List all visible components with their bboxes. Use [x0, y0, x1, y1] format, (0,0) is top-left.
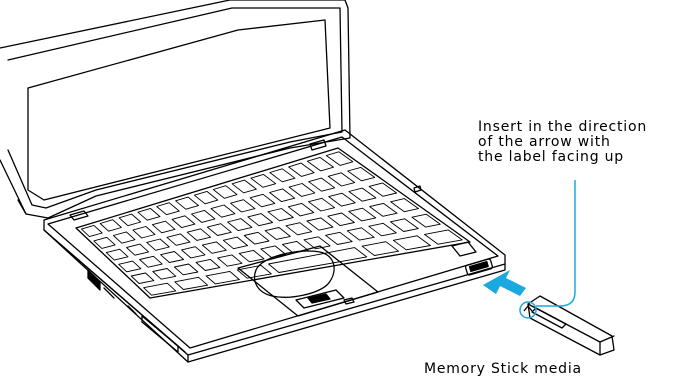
keyboard-key: [182, 247, 205, 258]
keyboard-key: [113, 232, 135, 243]
keyboard-key: [100, 220, 121, 232]
keyboard-key: [265, 228, 290, 240]
keyboard-key: [307, 218, 333, 230]
touchpad-lock: [308, 294, 330, 303]
keyboard-key: [328, 173, 355, 186]
keyboard-key: [127, 244, 149, 255]
keyboard-key: [309, 178, 335, 191]
keyboard-key: [391, 199, 419, 212]
keyboard-key: [250, 194, 275, 207]
keyboard-key: [144, 283, 176, 295]
memory-stick-media: [528, 296, 614, 355]
keyboard-key: [153, 269, 176, 280]
keyboard-key: [152, 221, 175, 233]
keyboard-key: [349, 208, 376, 221]
memory-stick-media-label: Memory Stick media: [424, 361, 582, 377]
keyboard-key: [211, 205, 235, 217]
keyboard-key: [393, 236, 430, 250]
keyboard-key: [289, 163, 315, 176]
memory-stick-slot: [465, 259, 493, 276]
keyboard-key: [202, 242, 226, 253]
keyboard-key: [223, 237, 247, 249]
keyboard-key: [161, 252, 184, 263]
callout-line: of the arrow with: [478, 135, 678, 150]
keyboard-key: [248, 214, 273, 226]
callout-line: Insert in the direction: [478, 120, 678, 135]
keyboard-key: [206, 271, 239, 284]
keyboard-key: [268, 209, 293, 221]
laptop-screen: [28, 20, 330, 200]
keyboard-key: [176, 197, 199, 209]
keyboard-key: [390, 219, 418, 232]
keyboard-key: [239, 250, 264, 261]
keyboard-key: [326, 232, 353, 244]
keyboard-key: [138, 208, 160, 220]
keyboard-key: [231, 200, 255, 212]
keyboard-key: [172, 216, 195, 228]
keyboard-key: [106, 249, 128, 260]
keyboard-key: [147, 239, 170, 250]
keyboard-key: [218, 255, 242, 266]
keyboard-key: [213, 186, 237, 199]
laptop-lid: [0, 0, 350, 218]
keyboard-key: [232, 180, 256, 193]
keyboard-key: [194, 191, 217, 203]
keyboard-key: [328, 213, 355, 226]
keyboard-key: [175, 277, 208, 289]
keyboard-key: [174, 264, 198, 275]
keyboard-key: [81, 225, 102, 236]
keyboard-key: [349, 188, 376, 201]
keyboard-key: [192, 210, 215, 222]
keyboard-key: [270, 169, 295, 182]
keyboard-key: [369, 223, 397, 236]
keyboard-key: [228, 219, 252, 231]
keyboard-key: [157, 203, 180, 215]
keyboard-key: [286, 223, 312, 235]
keyboard-key: [289, 184, 315, 197]
keyboard-key: [196, 259, 220, 270]
keyboard-key: [412, 214, 440, 227]
keyboard: [76, 148, 470, 298]
keyboard-key: [140, 256, 163, 267]
keyboard-key: [329, 193, 356, 206]
keyboard-key: [326, 152, 353, 166]
keyboard-key: [207, 224, 231, 236]
keyboard-key: [94, 237, 115, 248]
keyboard-key: [187, 229, 210, 241]
keyboard-key: [167, 234, 190, 245]
keyboard-key: [119, 214, 141, 226]
insert-instruction-callout: Insert in the direction of the arrow wit…: [478, 120, 678, 165]
callout-leader: [520, 180, 575, 318]
keyboard-key: [348, 167, 375, 180]
keyboard-key: [288, 203, 314, 216]
keyboard-key: [119, 261, 141, 272]
keyboard-key: [369, 183, 397, 196]
keyboard-key: [370, 203, 397, 216]
keyboard-key: [347, 228, 374, 240]
keyboard-key: [251, 174, 276, 187]
keyboard-key: [270, 189, 295, 202]
memory-stick-label: [532, 308, 566, 328]
callout-line: the label facing up: [478, 150, 678, 165]
keyboard-key: [133, 227, 155, 239]
keyboard-key: [244, 232, 269, 244]
keyboard-key: [309, 198, 335, 211]
keyboard-key: [131, 273, 154, 284]
keyboard-key: [362, 242, 399, 256]
keyboard-key: [307, 157, 333, 171]
